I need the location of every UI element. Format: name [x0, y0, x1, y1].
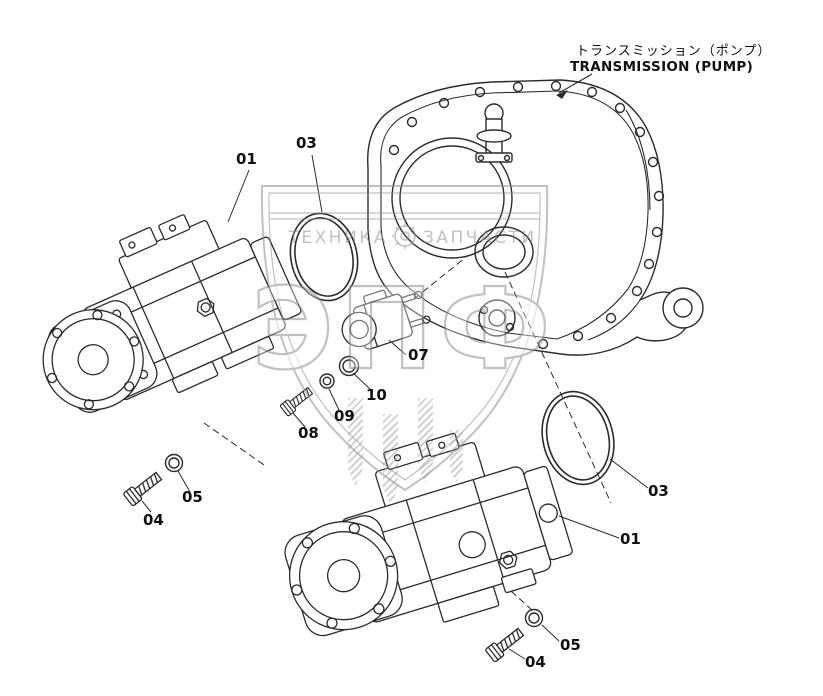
watermark-tagline-right: ЗАПЧАСТИ	[423, 228, 537, 248]
part-label-bolt-lower: 04	[525, 653, 546, 671]
watermark-shield	[260, 185, 549, 492]
o-ring-upper	[289, 212, 359, 302]
bolt-upper	[123, 471, 163, 507]
transmission-housing	[367, 79, 704, 356]
o-ring-small	[338, 355, 360, 377]
washer-small	[319, 373, 335, 389]
part-label-pump-lower: 01	[620, 530, 641, 548]
title-english: TRANSMISSION (PUMP)	[570, 59, 754, 75]
title-arrow	[556, 73, 593, 99]
bolt-lower	[485, 627, 525, 663]
gear-pump	[341, 289, 431, 350]
part-label-oring-lower: 03	[648, 482, 669, 500]
part-label-oring-small: 10	[366, 386, 387, 404]
part-label-ring-lower: 05	[560, 636, 581, 654]
part-label-pump-upper: 01	[236, 150, 257, 168]
watermark: ТЕХНИКА ЗАПЧАСТИ ЭПФ	[250, 185, 557, 492]
breather-valve	[475, 103, 513, 163]
watermark-tagline-left: ТЕХНИКА	[288, 228, 388, 248]
watermark-gear-icon	[392, 223, 418, 249]
watermark-logo-text: ЭПФ	[252, 265, 557, 395]
axis-lines	[203, 256, 612, 612]
pump-assembly-upper	[42, 214, 302, 413]
bolt-small	[279, 386, 314, 417]
retaining-ring-upper	[164, 453, 184, 473]
part-label-ring-upper: 05	[182, 488, 203, 506]
part-label-bolt-upper: 04	[143, 511, 164, 529]
part-label-washer-small: 09	[334, 407, 355, 425]
o-ring-lower	[541, 390, 615, 486]
pump-assembly-lower	[284, 432, 573, 637]
retaining-ring-lower	[524, 608, 544, 628]
title-japanese: トランスミッション（ポンプ）	[576, 44, 772, 59]
part-label-oring-upper: 03	[296, 134, 317, 152]
part-label-bolt-small: 08	[298, 424, 319, 442]
leader-lines	[141, 154, 649, 660]
part-label-gear-pump: 07	[408, 346, 429, 364]
